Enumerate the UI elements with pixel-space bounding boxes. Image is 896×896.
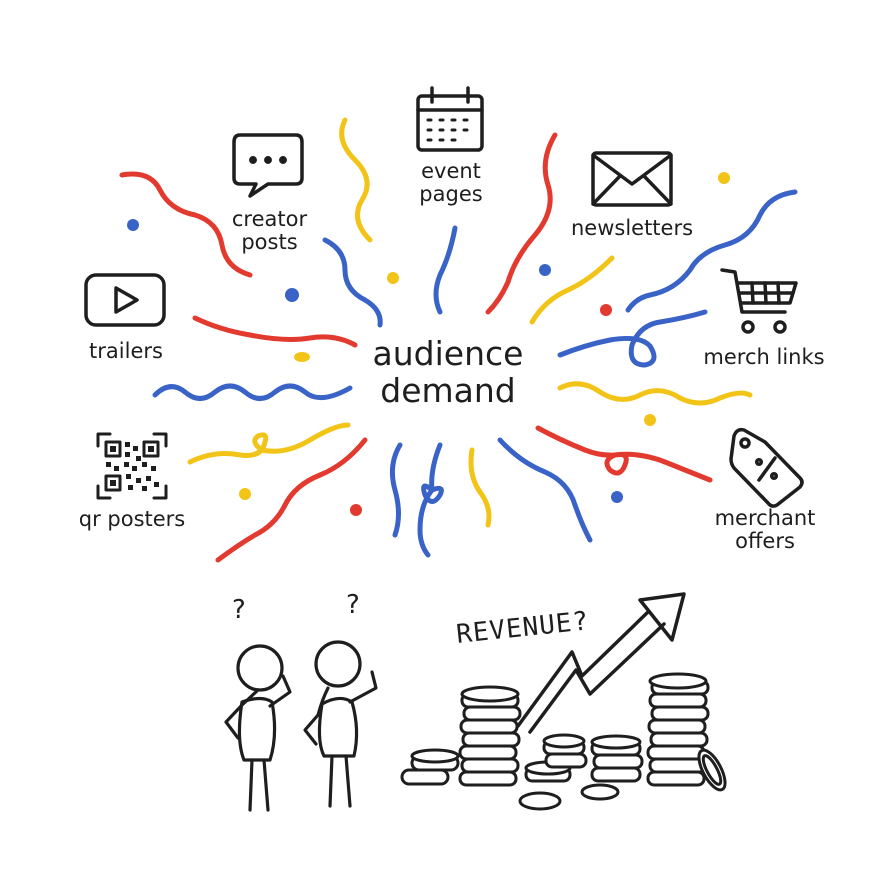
dot-blue: [285, 288, 299, 302]
merchant-offers-line1: merchant: [714, 506, 816, 530]
question-mark-left: ?: [232, 595, 246, 625]
creator-posts-line2: posts: [241, 229, 298, 254]
squiggle-blue: [322, 237, 383, 328]
confused-person-right: [303, 640, 378, 808]
squiggle-red: [192, 315, 358, 348]
trailers-label: trailers: [72, 340, 180, 363]
play-button-icon: [84, 273, 166, 327]
coin-stack: [646, 672, 710, 787]
revenue-growth-arrow: [516, 592, 686, 734]
creator-posts-label: creator posts: [212, 208, 327, 253]
center-label-line2: demand: [380, 370, 516, 410]
squiggle-red: [485, 132, 558, 315]
squiggle-yellow: [339, 117, 373, 243]
question-mark-right: ?: [346, 590, 360, 620]
dot-red: [600, 304, 612, 316]
squiggle-yellow: [468, 447, 492, 528]
dot-yellow: [718, 172, 730, 184]
squiggle-yellow: [529, 255, 615, 325]
squiggle-blue: [497, 437, 593, 543]
coin-stacks: [400, 672, 727, 811]
coin: [580, 783, 620, 801]
squiggle-lines: [119, 117, 798, 563]
creator-posts-line1: creator: [231, 207, 308, 231]
event-pages-label: event pages: [400, 160, 502, 205]
dot-yellow: [239, 488, 251, 500]
envelope-icon: [591, 151, 673, 207]
newsletters-label: newsletters: [558, 217, 706, 240]
squiggle-blue: [433, 225, 458, 315]
qr-posters-label: qr posters: [62, 508, 202, 531]
shopping-cart-icon: [720, 268, 798, 334]
coin: [518, 791, 562, 811]
squiggle-blue: [417, 442, 444, 558]
newsletters-line1: newsletters: [570, 216, 694, 240]
confetti-dots: [127, 172, 730, 516]
event-pages-line1: event: [421, 159, 481, 183]
merch-links-line1: merch links: [703, 345, 825, 369]
confused-person-left: [224, 644, 292, 812]
squiggle-red: [215, 437, 368, 563]
squiggle-blue: [152, 383, 353, 401]
squiggle-blue: [557, 309, 708, 368]
merch-links-label: merch links: [694, 346, 834, 369]
qr-posters-line1: qr posters: [78, 507, 186, 531]
trailers-line1: trailers: [89, 339, 163, 363]
coin: [701, 754, 723, 786]
coin-stack: [458, 685, 522, 787]
dot-yellow: [294, 352, 310, 362]
calendar-icon: [416, 86, 484, 152]
squiggle-yellow: [187, 422, 351, 465]
chat-bubble-icon: [232, 133, 304, 198]
dot-blue: [539, 264, 551, 276]
squiggle-red: [119, 171, 253, 278]
merchant-offers-label: merchant offers: [700, 507, 830, 552]
qr-code-icon: [96, 432, 168, 500]
squiggle-blue: [625, 189, 798, 313]
merchant-offers-line2: offers: [735, 528, 795, 553]
coin-stack: [542, 733, 588, 769]
dot-yellow: [387, 272, 399, 284]
squiggle-blue: [389, 442, 403, 538]
coin-stack: [400, 748, 460, 786]
dot-blue: [127, 219, 139, 231]
dot-blue: [611, 491, 623, 503]
center-label-line1: audience: [372, 334, 524, 373]
dot-yellow: [644, 414, 656, 426]
price-tag-icon: [729, 427, 804, 508]
event-pages-line2: pages: [419, 181, 483, 206]
center-label: audience demand: [350, 334, 546, 410]
squiggle-yellow: [557, 381, 753, 406]
squiggle-red: [535, 425, 713, 483]
coin-stack: [590, 734, 644, 783]
dot-red: [350, 504, 362, 516]
